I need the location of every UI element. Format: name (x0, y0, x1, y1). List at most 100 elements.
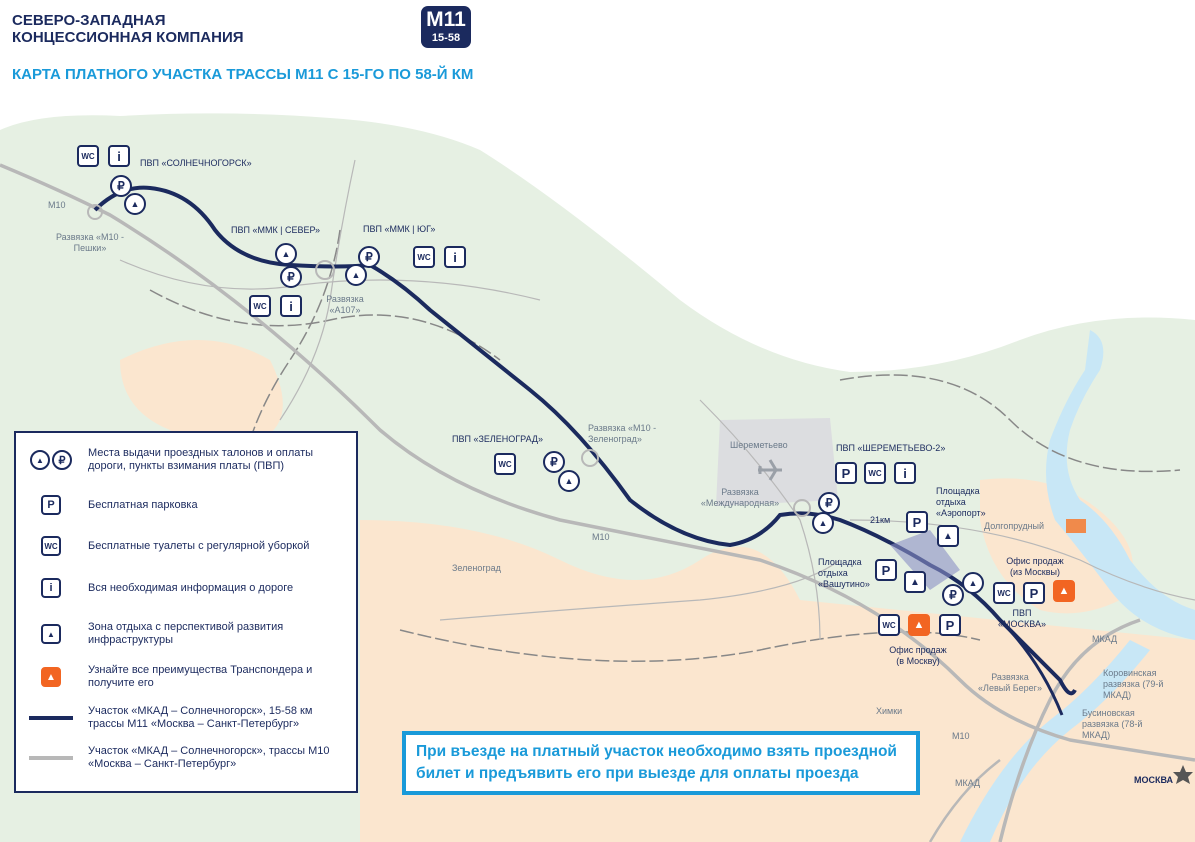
label-rest-vashutino: Площадка отдыха «Вашутино» (818, 557, 870, 589)
minor-road (439, 559, 841, 621)
info-icon: i (894, 462, 916, 484)
mkad-road (998, 618, 1141, 842)
ruble-icon: ₽ (818, 492, 840, 514)
label-mkad-a: МКАД (1092, 634, 1118, 644)
minor-road (699, 399, 821, 641)
minor-road (279, 159, 356, 421)
rest-zone-shape (890, 530, 960, 590)
label-m10-b: М10 (592, 532, 610, 542)
badge-road-number: M11 (426, 8, 466, 31)
ruble-icon: ₽ (543, 451, 565, 473)
river-water-south (960, 640, 1150, 842)
label-mkad-b: МКАД (955, 778, 981, 788)
label-office-to-moscow: Офис продаж (в Москву) (889, 645, 947, 666)
ruble-icon: ₽ (942, 584, 964, 606)
m11-toll-road-branch (998, 618, 1064, 716)
m11-line-swatch (29, 716, 73, 720)
parking-icon: P (939, 614, 961, 636)
label-m10-c: М10 (952, 731, 970, 741)
dolgoprudny-marker (1066, 519, 1086, 533)
star-icon (1173, 765, 1193, 784)
info-icon: i (108, 145, 130, 167)
label-pvp-sheremetyevo2: ПВП «ШЕРЕМЕТЬЕВО-2» (836, 443, 946, 453)
label-razv-mezhdunarodnaya: Развязка «Международная» (700, 487, 780, 508)
railway-line (149, 289, 501, 361)
parking-icon: P (41, 495, 61, 515)
label-khimki: Химки (876, 706, 903, 716)
legend-row-toll: ▲ ₽ Места выдачи проездных талонов и опл… (28, 447, 348, 473)
label-pvp-mmk-yug: ПВП «ММК | ЮГ» (363, 224, 436, 234)
label-pvp-solnechnogorsk: ПВП «СОЛНЕЧНОГОРСК» (140, 158, 252, 168)
label-razv-m10-zelenograd: Развязка «М10 - Зеленоград» (588, 423, 657, 444)
city-area-zelenograd (120, 340, 283, 453)
toll-booth-icon: ▲ (962, 572, 984, 594)
toll-booth-icon: ▲ (558, 470, 580, 492)
label-korovinskaya: Коровинская развязка (79-й МКАД) (1103, 668, 1164, 700)
toll-booth-icon: ▲ (30, 450, 50, 470)
label-m10-a: М10 (48, 200, 66, 210)
label-km21: 21км (870, 515, 891, 525)
legend-row-rest: ▲ Зона отдыха с перспективой развития ин… (28, 621, 348, 647)
label-dolgoprudny: Долгопрудный (984, 521, 1045, 531)
interchange-mezhdunarodnaya (793, 499, 811, 517)
interchange-a107 (315, 260, 335, 280)
wc-icon: WC (494, 453, 516, 475)
legend-row-wc: WC Бесплатные туалеты с регулярной уборк… (28, 536, 348, 556)
wc-icon: WC (41, 536, 61, 556)
wc-icon: WC (249, 295, 271, 317)
transponder-icon: ▲ (41, 667, 61, 687)
label-pvp-moskva: ПВП «МОСКВА» (998, 608, 1046, 629)
info-icon: i (41, 578, 61, 598)
company-line-2: КОНЦЕССИОННАЯ КОМПАНИЯ (12, 29, 244, 46)
transponder-icon: ▲ (1053, 580, 1075, 602)
label-razv-m10-peshki: Развязка «М10 - Пешки» (55, 232, 125, 253)
airport-area (716, 418, 838, 506)
toll-booth-icon: ▲ (275, 243, 297, 265)
interchange-m10-peshki (87, 204, 103, 220)
parking-icon: P (875, 559, 897, 581)
m10-road (0, 163, 1195, 762)
legend-row-info: i Вся необходимая информация о дороге (28, 578, 348, 598)
legend-text-info: Вся необходимая информация о дороге (88, 581, 294, 594)
rest-area-icon: ▲ (904, 571, 926, 593)
railway-line (839, 374, 1181, 473)
badge-km-range: 15-58 (431, 32, 461, 44)
parking-icon: P (1023, 582, 1045, 604)
label-office-from-moscow: Офис продаж (из Москвы) (1006, 556, 1064, 577)
label-busynovskaya: Бусиновская развязка (78-й МКАД) (1082, 708, 1143, 740)
parking-icon: P (906, 511, 928, 533)
legend-row-parking: P Бесплатная парковка (28, 495, 348, 515)
legend-row-m11: Участок «МКАД – Солнечногорск», 15-58 км… (28, 705, 348, 731)
wc-icon: WC (77, 145, 99, 167)
wc-icon: WC (878, 614, 900, 636)
parking-icon: P (835, 462, 857, 484)
company-line-1: СЕВЕРО-ЗАПАДНАЯ (12, 12, 166, 29)
m11-badge: M11 15-58 (421, 6, 471, 48)
label-moskva: МОСКВА (1134, 775, 1174, 785)
info-icon: i (280, 295, 302, 317)
toll-booth-icon: ▲ (812, 512, 834, 534)
ruble-icon: ₽ (280, 266, 302, 288)
rest-area-icon: ▲ (41, 624, 61, 644)
legend-text-parking: Бесплатная парковка (88, 498, 198, 511)
m10-line-swatch (29, 756, 73, 760)
legend-text-transponder: Узнайте все преимущества Транспондера и … (88, 664, 313, 689)
transponder-icon: ▲ (908, 614, 930, 636)
page-title: КАРТА ПЛАТНОГО УЧАСТКА ТРАССЫ М11 С 15-Г… (12, 66, 474, 83)
legend-text-wc: Бесплатные туалеты с регулярной уборкой (88, 539, 310, 552)
label-pvp-zelenograd: ПВП «ЗЕЛЕНОГРАД» (452, 434, 543, 444)
label-zelenograd: Зеленоград (452, 563, 501, 573)
wc-icon: WC (864, 462, 886, 484)
airplane-icon (758, 459, 782, 481)
label-pvp-mmk-sever: ПВП «ММК | СЕВЕР» (231, 225, 321, 235)
toll-booth-icon: ▲ (124, 193, 146, 215)
legend: ▲ ₽ Места выдачи проездных талонов и опл… (14, 431, 358, 793)
toll-booth-icon: ▲ (345, 264, 367, 286)
ruble-icon: ₽ (52, 450, 72, 470)
info-icon: i (444, 246, 466, 268)
wc-icon: WC (993, 582, 1015, 604)
minor-road (119, 259, 541, 301)
label-sheremetyevo: Шереметьево (730, 440, 788, 450)
rest-area-icon: ▲ (937, 525, 959, 547)
railway-line (239, 229, 341, 481)
